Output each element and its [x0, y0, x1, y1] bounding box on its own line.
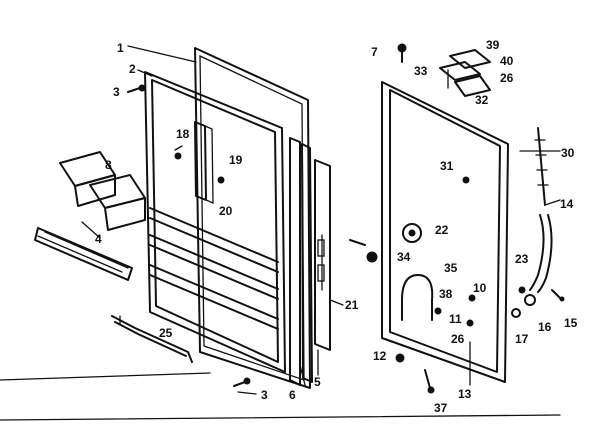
shelf-rail — [34, 227, 133, 281]
bottom-rule — [0, 372, 561, 421]
callout-18: 18 — [176, 127, 190, 141]
callout-16: 16 — [538, 320, 552, 334]
callout-15: 15 — [564, 316, 578, 330]
callout-25: 25 — [159, 326, 173, 340]
callout-2: 2 — [129, 62, 136, 76]
callout-14: 14 — [560, 197, 574, 211]
callout-6: 6 — [289, 388, 296, 402]
callout-19: 19 — [229, 153, 243, 167]
callout-7: 7 — [371, 45, 378, 59]
callout-12: 12 — [373, 349, 387, 363]
callout-26-top: 26 — [500, 71, 514, 85]
callout-33: 33 — [414, 64, 428, 78]
hinge-assembly — [439, 49, 491, 97]
callout-32: 32 — [475, 93, 489, 107]
inner-door-liner — [144, 71, 286, 373]
callout-3-top: 3 — [113, 85, 120, 99]
door-bins — [59, 151, 146, 231]
door-strip-21 — [314, 159, 331, 351]
knob-34 — [349, 239, 378, 263]
spring-rod — [534, 127, 549, 206]
small-fittings — [511, 286, 565, 318]
callout-37: 37 — [434, 401, 448, 415]
callout-1: 1 — [117, 41, 124, 55]
callout-34: 34 — [397, 250, 411, 264]
screw-3-bottom — [233, 377, 251, 387]
callout-5: 5 — [314, 375, 321, 389]
callout-10: 10 — [473, 281, 487, 295]
hose — [529, 214, 553, 293]
callout-39: 39 — [486, 38, 500, 52]
callout-22: 22 — [435, 223, 449, 237]
door-panel-right — [381, 81, 509, 383]
callout-11: 11 — [449, 312, 462, 326]
callout-35: 35 — [444, 261, 458, 275]
callout-13: 13 — [458, 387, 472, 401]
callout-30: 30 — [561, 146, 575, 160]
leader-lines — [81, 45, 561, 395]
callout-17: 17 — [515, 332, 529, 346]
callout-21: 21 — [345, 298, 359, 312]
callout-23: 23 — [515, 252, 529, 266]
callout-40: 40 — [500, 54, 514, 68]
callout-26-bottom: 26 — [451, 332, 465, 346]
callout-31: 31 — [440, 159, 454, 173]
callout-38: 38 — [439, 287, 453, 301]
screw-3-top — [127, 84, 146, 93]
screw-7 — [397, 43, 407, 63]
callout-20: 20 — [219, 204, 233, 218]
callout-4: 4 — [95, 232, 102, 246]
callout-8: 8 — [105, 158, 112, 172]
bottom-bar — [111, 315, 193, 363]
bottom-screws — [395, 353, 435, 394]
callout-3-bottom: 3 — [261, 388, 268, 402]
door-gasket — [289, 137, 313, 386]
callout-labels: 1 2 3 3 4 5 6 7 8 10 11 12 13 14 15 16 1… — [95, 38, 578, 415]
